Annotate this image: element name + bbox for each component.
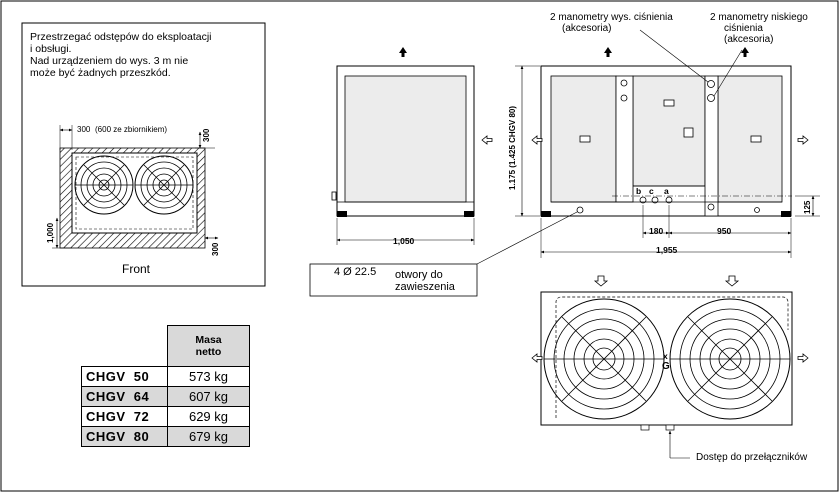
- clearance-box: [21, 22, 266, 287]
- mass-cell: 573 kg: [167, 366, 250, 387]
- top-view: [531, 275, 809, 459]
- airflow-up-icon: [399, 47, 407, 57]
- mounting-holes-text-line2: zawieszenia: [395, 281, 455, 293]
- front-width-dim: 1,050: [393, 236, 415, 246]
- dim-950: 950: [717, 226, 732, 236]
- airflow-in-icon: [531, 135, 543, 145]
- model-cell: CHGV 80: [81, 426, 168, 447]
- airflow-in-icon: [531, 353, 543, 363]
- mounting-holes-size: 4 Ø 22.5: [334, 266, 377, 278]
- airflow-in-icon: [797, 135, 809, 145]
- note-line: Nad urządzeniem do wys. 3 m nie: [30, 55, 189, 67]
- airflow-in-icon: [481, 135, 493, 145]
- front-height-dim: 1.175 (1.425 CHGV 80): [508, 105, 517, 190]
- high-pressure-gauges-label: 2 manometry wys. ciśnienia: [550, 12, 673, 23]
- table-row: CHGV 72 629 kg: [81, 406, 250, 427]
- side-clearance-note: (600 ze zbiornikiem): [95, 125, 168, 134]
- mounting-holes-text: otwory do: [395, 269, 443, 281]
- switch-access-label: Dostęp do przełączników: [696, 452, 808, 463]
- airflow-down-icon: [724, 275, 740, 287]
- note-line: i obsługi.: [30, 43, 72, 55]
- airflow-up-icon: [741, 47, 749, 57]
- front-view: [331, 47, 540, 245]
- right-clearance-label: 300: [211, 242, 220, 256]
- clearance-note: Przestrzegać odstępów do eksploatacji i …: [30, 31, 255, 79]
- low-pressure-gauges-label-line2: ciśnienia: [724, 23, 763, 34]
- model-cell: CHGV 50: [81, 366, 168, 387]
- airflow-in-icon: [797, 353, 809, 363]
- low-pressure-gauges-label: 2 manometry niskiego: [710, 12, 808, 23]
- connection-b: b: [636, 186, 642, 196]
- note-line: może być żadnych przeszkód.: [30, 67, 171, 79]
- connection-a: a: [664, 186, 669, 196]
- model-cell: CHGV 64: [81, 386, 168, 407]
- side-clearance-label: 300: [77, 125, 91, 134]
- mounting-holes-callout: [309, 211, 578, 297]
- table-header-row: Masa netto: [82, 325, 250, 367]
- pressure-gauge-icon: [707, 80, 715, 88]
- front-clearance-label: 1,000: [46, 222, 55, 243]
- airflow-down-icon: [593, 275, 609, 287]
- dim-180: 180: [649, 226, 664, 236]
- connection-c: c: [649, 186, 654, 196]
- clearance-plan-view: [52, 125, 219, 249]
- low-pressure-gauges-note: (akcesoria): [724, 34, 774, 45]
- mass-cell: 607 kg: [167, 386, 250, 407]
- center-of-gravity-label: G: [662, 361, 670, 372]
- mass-header-line1: Masa: [195, 334, 222, 346]
- center-of-gravity-x: x: [663, 351, 668, 361]
- top-clearance-label: 300: [202, 128, 211, 142]
- table-row: CHGV 80 679 kg: [81, 426, 250, 447]
- mass-table: Masa netto CHGV 50 573 kg CHGV 64 607 kg…: [81, 325, 250, 447]
- dim-125: 125: [803, 200, 812, 214]
- mass-cell: 679 kg: [167, 426, 250, 447]
- front-label: Front: [122, 262, 151, 276]
- table-row: CHGV 64 607 kg: [81, 386, 250, 407]
- dim-total: 1,955: [656, 245, 678, 255]
- high-pressure-gauges-note: (akcesoria): [562, 23, 612, 34]
- mass-header-line2: netto: [195, 346, 222, 358]
- mass-cell: 629 kg: [167, 406, 250, 427]
- table-row: CHGV 50 573 kg: [81, 366, 250, 387]
- mass-header: Masa netto: [167, 325, 250, 367]
- note-line: Przestrzegać odstępów do eksploatacji: [30, 31, 212, 43]
- pressure-gauge-icon: [707, 94, 715, 102]
- side-view: [531, 29, 820, 258]
- model-cell: CHGV 72: [81, 406, 168, 427]
- airflow-up-icon: [604, 47, 612, 57]
